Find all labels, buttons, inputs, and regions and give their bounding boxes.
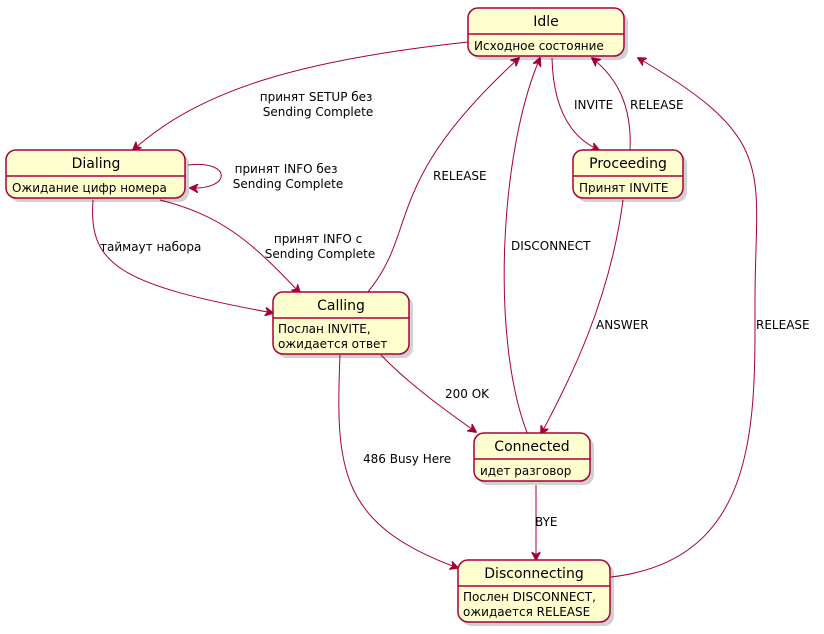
label-calling-disconnecting: 486 Busy Here (363, 452, 451, 466)
transition-connected-idle (503, 58, 540, 436)
state-proceeding[interactable]: Proceeding Принят INVITE (572, 149, 687, 202)
label-dialing-calling-timeout: таймаут набора (100, 240, 201, 254)
state-disconnecting-desc: Послен DISCONNECT, ожидается RELEASE (463, 590, 600, 619)
transition-dialing-calling-info (159, 199, 300, 293)
label-disconnecting-idle: RELEASE (756, 318, 810, 332)
transition-proceeding-connected (541, 199, 624, 434)
state-dialing-desc: Ожидание цифр номера (12, 181, 167, 195)
label-dialing-calling-info: принят INFO с Sending Complete (265, 232, 375, 261)
transition-proceeding-idle (592, 58, 631, 151)
state-calling-desc: Послан INVITE, ожидается ответ (278, 322, 387, 351)
transition-calling-disconnecting (338, 354, 458, 568)
state-idle-title: Idle (533, 14, 559, 30)
label-proceeding-connected: ANSWER (596, 318, 649, 332)
state-idle-desc: Исходное состояние (474, 39, 604, 53)
state-connected[interactable]: Connected идет разговор (473, 432, 594, 485)
state-connected-title: Connected (494, 439, 569, 455)
state-connected-desc: идет разговор (480, 464, 571, 478)
state-calling-title: Calling (317, 298, 365, 314)
state-calling[interactable]: Calling Послан INVITE, ожидается ответ (272, 291, 413, 358)
label-idle-proceeding: INVITE (574, 98, 613, 112)
transition-idle-proceeding (551, 57, 599, 150)
label-connected-idle: DISCONNECT (511, 239, 591, 253)
state-proceeding-desc: Принят INVITE (579, 181, 668, 195)
label-calling-connected: 200 OK (445, 387, 490, 401)
transition-dialing-self (187, 163, 222, 188)
label-proceeding-idle: RELEASE (630, 98, 684, 112)
label-connected-disconnecting: BYE (535, 515, 558, 529)
transition-calling-idle (366, 58, 519, 294)
state-idle[interactable]: Idle Исходное состояние (467, 7, 628, 60)
label-calling-idle: RELEASE (433, 169, 487, 183)
transition-calling-connected (380, 354, 476, 432)
transition-idle-dialing (133, 41, 469, 150)
state-dialing-title: Dialing (72, 156, 121, 172)
state-disconnecting[interactable]: Disconnecting Послен DISCONNECT, ожидает… (457, 559, 614, 626)
state-proceeding-title: Proceeding (589, 156, 667, 172)
label-idle-dialing: принят SETUP без Sending Complete (260, 90, 377, 119)
transition-disconnecting-idle (610, 58, 758, 578)
label-dialing-self: принят INFO без Sending Complete (233, 162, 343, 191)
transition-dialing-calling-timeout (92, 199, 273, 313)
state-dialing[interactable]: Dialing Ожидание цифр номера (5, 149, 189, 202)
state-disconnecting-title: Disconnecting (484, 566, 583, 582)
